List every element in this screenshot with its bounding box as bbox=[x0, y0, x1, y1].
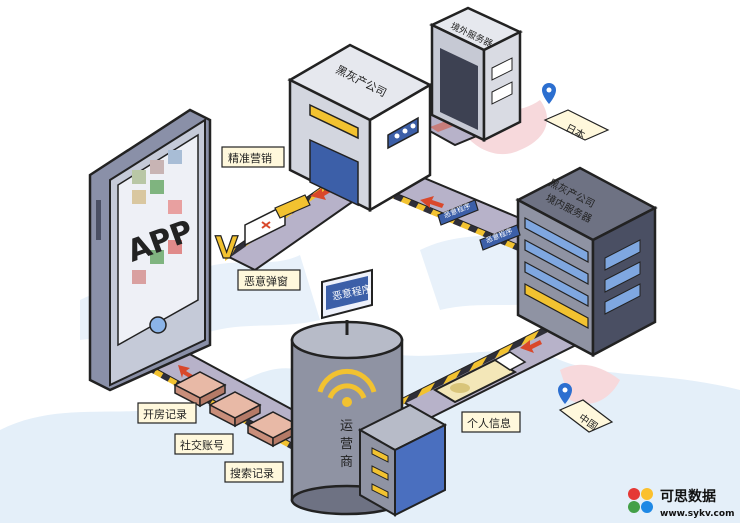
carrier-label: 运 bbox=[340, 419, 353, 434]
wifi-signal-icon bbox=[317, 368, 377, 393]
usb-stick-icon bbox=[432, 351, 527, 404]
data-blocks bbox=[173, 371, 300, 448]
malware-sign: 恶意程序 bbox=[321, 268, 373, 335]
callout-labels: 日本 中国 精准营销 恶意弹窗 开房记录 社交账号 搜索记录 个人信息 bbox=[137, 109, 614, 483]
watermark-url: www.sykv.com bbox=[660, 509, 734, 519]
personal-info-label: 个人信息 bbox=[467, 416, 511, 430]
gray-company-building: 黑灰产公司 bbox=[287, 43, 433, 213]
watermark-logo: 可思数据 www.sykv.com bbox=[628, 488, 734, 519]
search-records-label: 搜索记录 bbox=[230, 466, 274, 480]
phone-device: APP bbox=[88, 108, 212, 392]
carrier-server-box bbox=[357, 403, 448, 517]
pin-china-icon bbox=[558, 383, 572, 404]
overseas-server: 境外服务器 bbox=[429, 6, 523, 143]
malicious-popup-label: 恶意弹窗 bbox=[244, 274, 288, 288]
watermark-brand: 可思数据 bbox=[660, 488, 716, 505]
domestic-server-building: 黑灰产公司 境内服务器 bbox=[515, 166, 658, 358]
arrow-to-server bbox=[520, 340, 542, 353]
arrow-to-company bbox=[420, 196, 444, 208]
track-signs: 恶意程序 恶意程序 bbox=[437, 199, 521, 251]
hotel-records-label: 开房记录 bbox=[143, 408, 187, 421]
pin-japan-icon bbox=[542, 83, 556, 104]
home-button-icon bbox=[149, 316, 167, 334]
popup-tag-icon bbox=[274, 194, 311, 219]
hotel-records-block bbox=[173, 371, 227, 408]
social-accounts-block bbox=[208, 391, 262, 428]
svg-text:营: 营 bbox=[340, 437, 353, 452]
social-accounts-label: 社交账号 bbox=[180, 438, 224, 452]
malicious-popup-element: V bbox=[214, 194, 311, 267]
side-button bbox=[96, 200, 101, 240]
svg-text:商: 商 bbox=[340, 455, 353, 470]
v-badge-icon: V bbox=[215, 231, 239, 266]
precision-marketing-label: 精准营销 bbox=[228, 151, 272, 165]
location-pins bbox=[542, 83, 572, 404]
